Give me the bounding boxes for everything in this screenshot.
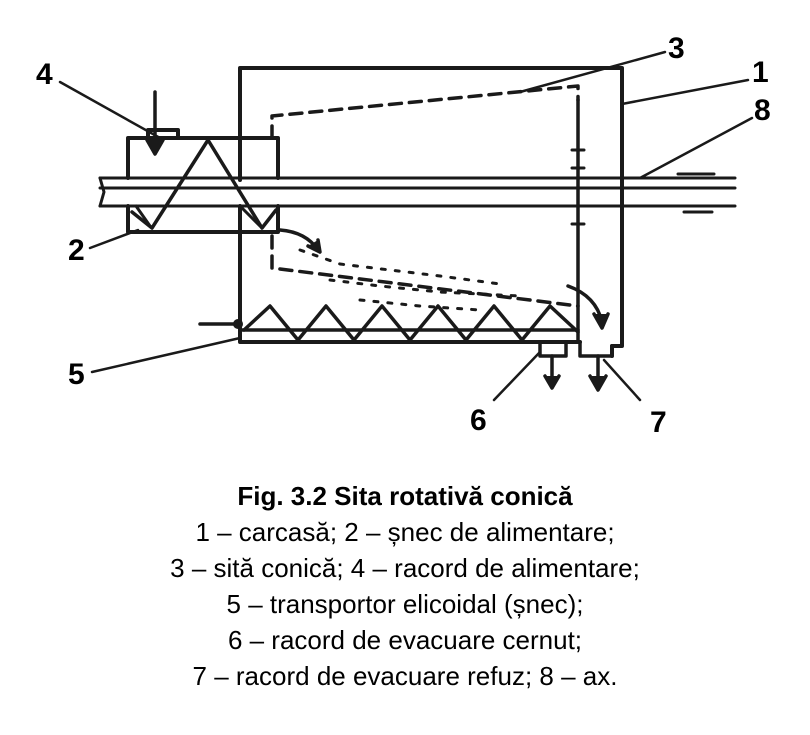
caption-line: 1 – carcasă; 2 – șnec de alimentare; <box>195 517 615 547</box>
outlet-refuse <box>578 340 614 392</box>
caption-line: 3 – sită conică; 4 – racord de alimentar… <box>170 553 640 583</box>
screw-conveyor <box>198 304 580 342</box>
callout-4: 4 <box>36 58 53 91</box>
sieve-end-marks <box>570 148 586 226</box>
sifted-material-dots <box>298 248 522 312</box>
callout-6: 6 <box>470 404 487 437</box>
caption-line: 6 – racord de evacuare cernut; <box>227 625 583 655</box>
caption-line: 7 – racord de evacuare refuz; 8 – ax. <box>192 661 618 691</box>
feed-screw-helix-lower <box>134 204 264 230</box>
feed-screw-helix <box>130 138 278 230</box>
shaft-ax <box>98 172 737 214</box>
leader-lines <box>58 50 754 402</box>
conical-sieve <box>270 84 580 308</box>
sieve-diagram: 4 2 3 1 8 5 6 7 <box>36 32 771 439</box>
callout-7: 7 <box>650 406 667 439</box>
outlet-sifted <box>538 340 568 390</box>
callout-8: 8 <box>754 94 771 127</box>
feed-screw-housing <box>126 128 280 234</box>
figure-caption: Fig. 3.2 Sita rotativă conică 1 – carcas… <box>0 478 810 694</box>
conveyor-bearing <box>233 319 243 329</box>
caption-line: 5 – transportor elicoidal (șnec); <box>226 589 584 619</box>
callout-2: 2 <box>68 234 85 267</box>
flow-arrows <box>145 90 610 330</box>
callout-5: 5 <box>68 358 85 391</box>
caption-title: Fig. 3.2 Sita rotativă conică <box>237 481 573 511</box>
callout-3: 3 <box>668 32 685 65</box>
callout-1: 1 <box>752 56 769 89</box>
